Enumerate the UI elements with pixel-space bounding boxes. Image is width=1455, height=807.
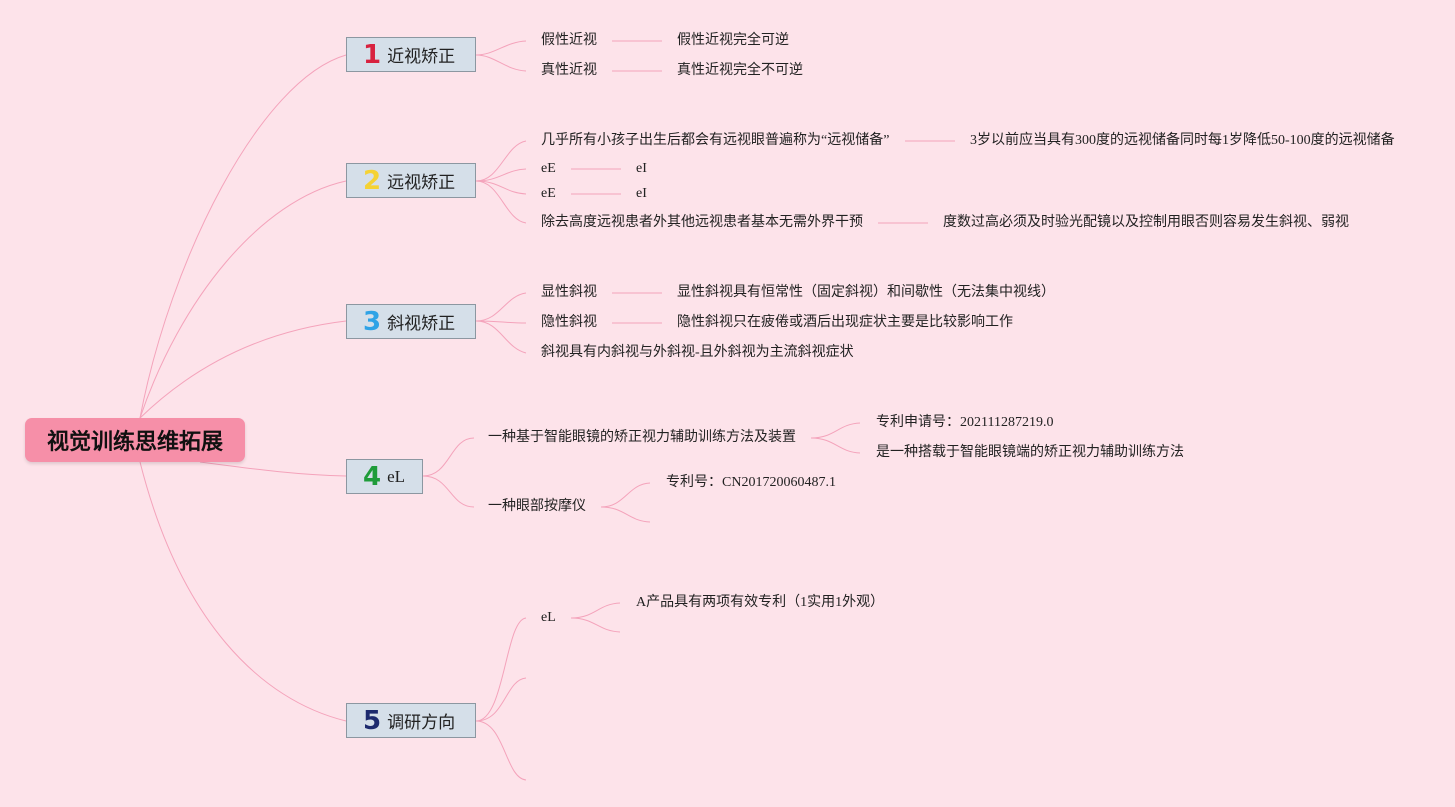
branch-research-direction[interactable]: 5 调研方向: [346, 703, 476, 738]
detail-latent-strabismus[interactable]: 隐性斜视只在疲倦或酒后出现症状主要是比较影响工作: [677, 315, 1013, 330]
number-2-icon: 2: [363, 165, 382, 196]
topic-ee-1[interactable]: eE: [541, 161, 556, 176]
connector-root-b3: [139, 320, 347, 419]
detail-ei-1[interactable]: eI: [636, 161, 647, 176]
topic-no-intervention[interactable]: 除去高度远视患者外其他远视患者基本无需外界干预: [541, 215, 863, 230]
connector-b4-i1-c1: [810, 422, 861, 439]
branch-label: 远视矫正: [387, 173, 456, 193]
topic-pseudo-myopia[interactable]: 假性近视: [541, 33, 597, 48]
connector-root-b4: [199, 461, 347, 477]
detail-pseudo-myopia[interactable]: 假性近视完全可逆: [677, 33, 789, 48]
detail-hyperopia-reserve[interactable]: 3岁以前应当具有300度的远视储备同时每1岁降低50-100度的远视储备: [970, 133, 1395, 148]
branch-myopia-correction[interactable]: 1 近视矫正: [346, 37, 476, 72]
branch-el[interactable]: 4 eL: [346, 459, 423, 494]
number-5-icon: 5: [363, 705, 382, 736]
topic-el[interactable]: eL: [541, 610, 556, 625]
connector-b5-i1: [475, 617, 527, 722]
branch-label: eL: [387, 466, 406, 486]
connector-b2-i4: [475, 180, 527, 224]
branch-label: 调研方向: [387, 713, 456, 733]
branch-label: 近视矫正: [387, 47, 456, 67]
number-1-icon: 1: [363, 39, 382, 70]
connector-root-b2: [139, 180, 347, 419]
detail-smart-glasses-description[interactable]: 是一种搭载于智能眼镜端的矫正视力辅助训练方法: [876, 445, 1184, 460]
topic-true-myopia[interactable]: 真性近视: [541, 63, 597, 78]
root-topic[interactable]: 视觉训练思维拓展: [25, 418, 245, 462]
topic-eye-massager[interactable]: 一种眼部按摩仪: [488, 499, 586, 514]
topic-latent-strabismus[interactable]: 隐性斜视: [541, 315, 597, 330]
connector-b5-i2: [475, 677, 527, 722]
connector-b5-i1-c1: [570, 602, 621, 619]
topic-manifest-strabismus[interactable]: 显性斜视: [541, 285, 597, 300]
branch-hyperopia-correction[interactable]: 2 远视矫正: [346, 163, 476, 198]
connector-b1-i1: [475, 40, 527, 56]
topic-smart-glasses-method[interactable]: 一种基于智能眼镜的矫正视力辅助训练方法及装置: [488, 430, 796, 445]
connector-b3-i1: [475, 292, 527, 322]
topic-hyperopia-reserve[interactable]: 几乎所有小孩子出生后都会有远视眼普遍称为“远视储备”: [541, 133, 890, 148]
connector-b3-i3: [475, 320, 527, 354]
detail-product-a-patents[interactable]: A产品具有两项有效专利（1实用1外观）: [636, 595, 885, 610]
connector-b2-i2: [475, 168, 527, 182]
branch-label: 斜视矫正: [387, 314, 456, 334]
connector-b1-i2: [475, 54, 527, 72]
number-4-icon: 4: [363, 461, 382, 492]
detail-no-intervention[interactable]: 度数过高必须及时验光配镜以及控制用眼否则容易发生斜视、弱视: [943, 215, 1349, 230]
detail-manifest-strabismus[interactable]: 显性斜视具有恒常性（固定斜视）和间歇性（无法集中视线）: [677, 285, 1055, 300]
branch-strabismus-correction[interactable]: 3 斜视矫正: [346, 304, 476, 339]
connector-b5-i1-c2: [570, 617, 621, 633]
topic-strabismus-types[interactable]: 斜视具有内斜视与外斜视-且外斜视为主流斜视症状: [541, 345, 854, 360]
connector-root-b1: [139, 54, 347, 419]
connector-root-b5: [139, 461, 347, 722]
number-3-icon: 3: [363, 306, 382, 337]
detail-patent-application-no[interactable]: 专利申请号：202111287219.0: [876, 415, 1054, 430]
topic-ee-2[interactable]: eE: [541, 186, 556, 201]
detail-true-myopia[interactable]: 真性近视完全不可逆: [677, 63, 803, 78]
connector-b5-i3: [475, 720, 527, 781]
connector-b4-i1: [422, 437, 475, 477]
detail-patent-no[interactable]: 专利号：CN201720060487.1: [666, 475, 836, 490]
detail-ei-2[interactable]: eI: [636, 186, 647, 201]
connector-b4-i2: [422, 475, 475, 508]
connector-b4-i2-c1: [600, 482, 651, 508]
connector-b4-i2-c2: [600, 506, 651, 523]
connector-b2-i1: [475, 140, 527, 182]
root-topic-label: 视觉训练思维拓展: [46, 430, 223, 455]
connector-b4-i1-c2: [810, 437, 861, 454]
